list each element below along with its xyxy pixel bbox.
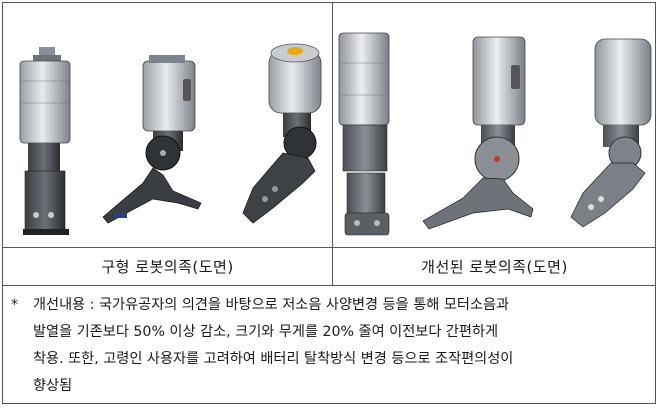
row-divider-caption [3,247,655,248]
note-line-3: 착용. 또한, 고령인 사용자를 고려하여 배터리 탈착방식 변경 등으로 조작… [33,351,514,367]
note-line-2: 발열을 기존보다 50% 이상 감소, 크기와 무게를 20% 줄여 이전보다 … [33,324,499,340]
note-line-4: 향상됨 [33,378,73,394]
new-side-view [422,36,534,230]
new-front-view [338,32,390,236]
improvement-note: * 개선내용 : 국가유공자의 의견을 바탕으로 저소음 사양변경 등을 통해 … [11,292,647,400]
old-prosthesis-illustration [19,43,322,235]
note-body: 개선내용 : 국가유공자의 의견을 바탕으로 저소음 사양변경 등을 통해 모터… [11,292,647,400]
comparison-table: 구형 로봇의족(도면) 개선된 로봇의족(도면) * 개선내용 : 국가유공자의… [2,2,656,404]
note-line-1: 개선내용 : 국가유공자의 의견을 바탕으로 저소음 사양변경 등을 통해 모터… [33,297,510,313]
column-divider [332,3,333,285]
old-prosthesis-drawings [3,3,332,247]
improved-prosthesis-caption: 개선된 로봇의족(도면) [421,258,568,276]
old-iso-view [242,43,322,224]
improved-prosthesis-illustration [338,32,652,236]
row-divider-note [3,285,655,286]
old-side-view [102,55,202,224]
old-front-view [19,47,71,235]
new-iso-view [570,38,652,228]
improved-prosthesis-drawings [333,3,656,247]
old-prosthesis-caption: 구형 로봇의족(도면) [101,258,234,276]
note-bullet: * [11,297,19,313]
